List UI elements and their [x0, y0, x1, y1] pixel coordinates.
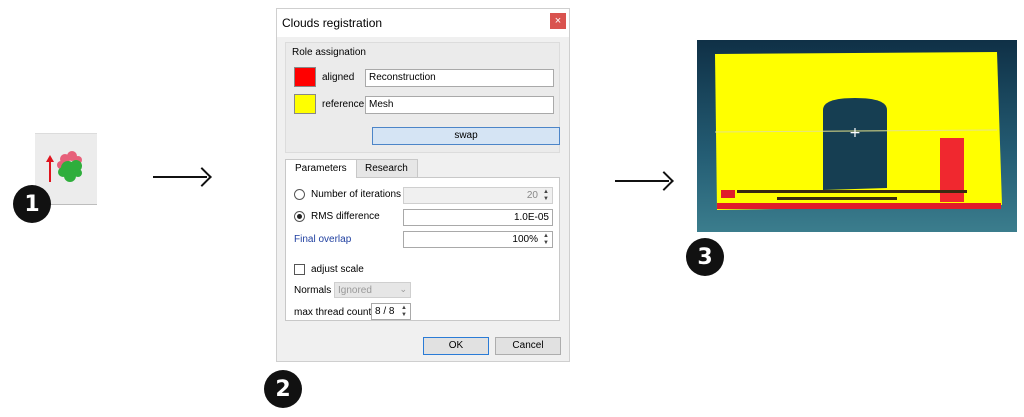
cancel-button[interactable]: Cancel	[495, 337, 561, 355]
crosshair-icon: +	[849, 125, 861, 141]
step-3-badge: 3	[686, 238, 724, 276]
thread-count-spinbox[interactable]: 8 / 8 ▲▼	[371, 303, 411, 320]
reference-cloud-field[interactable]: Mesh	[365, 96, 554, 114]
arrow-right-icon	[615, 180, 669, 182]
registered-clouds-render: +	[714, 52, 1002, 210]
aligned-color-swatch[interactable]	[294, 67, 316, 87]
thread-count-value: 8 / 8	[375, 306, 395, 317]
arrow-right-icon	[153, 176, 207, 178]
iterations-spinbox[interactable]: 20 ▲▼	[403, 187, 553, 204]
overlap-value: 100%	[512, 234, 538, 245]
reference-label: reference	[322, 99, 365, 110]
step-2-badge: 2	[264, 370, 302, 408]
group-title: Role assignation	[292, 47, 366, 58]
rms-field[interactable]: 1.0E-05	[403, 209, 553, 226]
iterations-label: Number of iterations	[311, 189, 402, 200]
rms-label: RMS difference	[311, 211, 380, 222]
overlap-spinbox[interactable]: 100% ▲▼	[403, 231, 553, 248]
step-1-badge: 1	[13, 185, 51, 223]
normals-select[interactable]: Ignored ⌄	[334, 282, 411, 298]
iterations-radio[interactable]	[294, 189, 305, 200]
normals-label: Normals	[294, 285, 332, 296]
thread-count-label: max thread count	[294, 307, 372, 318]
spin-arrows-icon[interactable]: ▲▼	[543, 189, 549, 202]
rms-radio[interactable]	[294, 211, 305, 222]
chevron-down-icon: ⌄	[399, 284, 407, 294]
dialog-title: Clouds registration	[282, 16, 383, 30]
dialog-titlebar: Clouds registration ×	[277, 9, 569, 37]
register-clouds-icon	[46, 151, 82, 182]
role-assignation-group: Role assignation aligned Reconstruction …	[285, 42, 560, 153]
iterations-value: 20	[526, 190, 538, 201]
reference-color-swatch[interactable]	[294, 94, 316, 114]
swap-button[interactable]: swap	[372, 127, 560, 145]
clouds-registration-dialog: Clouds registration × Role assignation a…	[276, 8, 570, 362]
close-button[interactable]: ×	[550, 13, 566, 29]
ok-button[interactable]: OK	[423, 337, 489, 355]
spin-arrows-icon[interactable]: ▲▼	[543, 233, 549, 246]
3d-view[interactable]: +	[697, 40, 1017, 232]
aligned-label: aligned	[322, 72, 355, 83]
adjust-scale-checkbox[interactable]	[294, 264, 305, 275]
spin-arrows-icon[interactable]: ▲▼	[401, 305, 407, 318]
aligned-cloud-field[interactable]: Reconstruction	[365, 69, 554, 87]
parameters-panel: Number of iterations 20 ▲▼ RMS differenc…	[285, 177, 560, 321]
tab-research[interactable]: Research	[355, 159, 418, 177]
tab-parameters[interactable]: Parameters	[285, 159, 357, 178]
adjust-scale-label: adjust scale	[311, 264, 364, 275]
normals-value: Ignored	[338, 285, 372, 296]
overlap-label: Final overlap	[294, 234, 352, 245]
